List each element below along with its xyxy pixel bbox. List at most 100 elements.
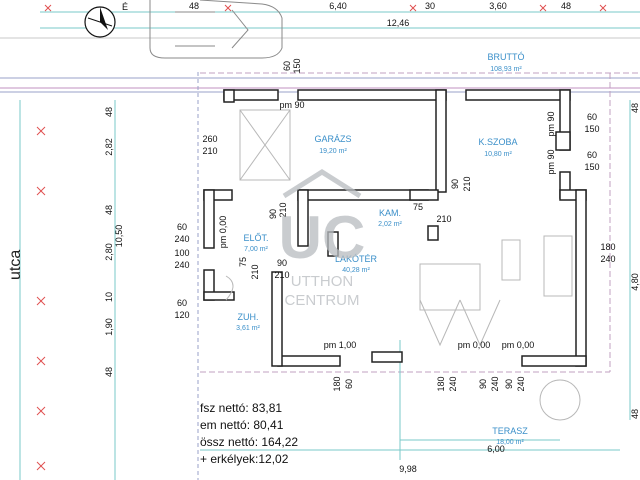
dim-text: 48 [561,1,571,11]
stat-line: össz nettó: 164,22 [200,435,298,449]
dim-text: 48 [104,107,114,117]
dim-text: 30 [425,1,435,11]
dim-text: 260 [202,134,217,144]
dim-text: 2,80 [104,243,114,261]
room-brutto: BRUTTÓ 108,93 m² [488,52,525,73]
dim-text: 210 [202,146,217,156]
room-name: ZUH. [238,312,259,322]
room-kam: KAM. 2,02 m² [378,208,402,228]
dim-text: 10 [104,292,114,302]
stat-line: fsz nettó: 83,81 [200,401,282,415]
dim-text: 75 [238,257,248,267]
north-label: É [122,2,128,12]
dim-text: 60 [282,61,292,71]
watermark-line1: UTTHON [291,273,354,290]
room-name: KAM. [379,208,401,218]
dim-text: 210 [278,202,288,217]
dim-text: 90 [478,379,488,389]
dim-text: pm 0,00 [458,340,491,350]
stat-line: em nettó: 80,41 [200,418,284,432]
top-dimensions: 48 6,40 30 3,60 48 12,46 [189,1,571,28]
room-terasz: TERASZ 18,00 m² [492,426,528,446]
right-dimensions: 48 4,80 48 [630,103,640,419]
dim-text: 150 [292,58,302,73]
dim-text: 100 [174,248,189,258]
dim-text: pm 0,00 [502,340,535,350]
room-name: TERASZ [492,426,528,436]
dim-text: 210 [462,176,472,191]
room-garazs: GARÁZS 19,20 m² [314,134,351,155]
room-name: K.SZOBA [478,137,517,147]
dim-text: 9,98 [399,464,417,474]
dim-text: 10,50 [114,225,124,248]
watermark-line2: CENTRUM [285,292,360,309]
room-name: ELŐT. [243,233,268,243]
dim-text: 6,40 [329,1,347,11]
dim-text: 48 [189,1,199,11]
marker-left-3 [36,296,46,306]
grid-markers [36,4,607,471]
dim-text: 210 [274,270,289,280]
opening-annotations: pm 90 60 150 260 210 90 210 pm 0,00 60 2… [174,58,615,391]
room-elot: ELŐT. 7,00 m² [243,233,268,253]
room-area: 19,20 m² [319,148,347,155]
car-icon [149,0,283,59]
dim-text: 60 [344,379,354,389]
dim-text: 60 [177,222,187,232]
dim-text: 240 [516,376,526,391]
watermark: UC UTTHON CENTRUM [279,169,365,309]
room-area: 40,28 m² [342,267,370,274]
dim-text: pm 1,00 [324,340,357,350]
dim-text: 6,00 [487,444,505,454]
dim-text: pm 90 [279,100,304,110]
dim-text: 75 [413,202,423,212]
room-kszoba: K.SZOBA 10,80 m² [478,137,517,158]
dim-text: 12,46 [387,18,410,28]
marker-left-4 [36,356,46,366]
dim-text: pm 90 [546,111,556,136]
dim-text: 60 [587,112,597,122]
room-name: LAKÓTÉR [335,254,378,264]
dim-text: 90 [268,209,278,219]
dim-text: 3,60 [489,1,507,11]
room-area: 18,00 m² [496,439,524,446]
dim-text: 240 [174,234,189,244]
dim-text: 1,90 [104,318,114,336]
dim-text: 4,80 [630,273,640,291]
marker-left-5 [36,406,46,416]
room-area: 10,80 m² [484,151,512,158]
marker-left-6 [36,461,46,471]
house-logo-icon [282,169,362,199]
dim-text: 240 [600,254,615,264]
dim-text: 48 [630,409,640,419]
walls [203,89,587,367]
left-dimensions: 48 2,82 48 2,80 10,50 10 1,90 48 [104,107,124,377]
room-area: 108,93 m² [490,66,522,73]
dim-text: pm 0,00 [218,216,228,249]
dim-text: 90 [504,379,514,389]
dim-text: 48 [104,205,114,215]
dim-text: 240 [174,260,189,270]
dim-text: 240 [490,376,500,391]
dim-text: 90 [450,179,460,189]
marker-top-4 [539,4,547,12]
street-label: utca [7,250,24,280]
dim-text: 60 [177,298,187,308]
room-area: 2,02 m² [378,221,402,228]
dim-text: 240 [448,376,458,391]
marker-top-3 [409,4,417,12]
marker-left-1 [36,126,46,136]
room-zuh: ZUH. 3,61 m² [236,312,260,332]
dim-text: pm 90 [546,149,556,174]
north-arrow-icon [84,6,116,38]
dim-text: 48 [104,367,114,377]
dim-text: 60 [587,150,597,160]
room-lakoter: LAKÓTÉR 40,28 m² [335,254,378,274]
marker-top-2 [224,4,232,12]
stat-line: + erkélyek:12,02 [200,452,289,466]
dim-text: 210 [436,214,451,224]
room-name: BRUTTÓ [488,52,525,62]
dim-text: 90 [277,258,287,268]
dim-text: 210 [250,264,260,279]
